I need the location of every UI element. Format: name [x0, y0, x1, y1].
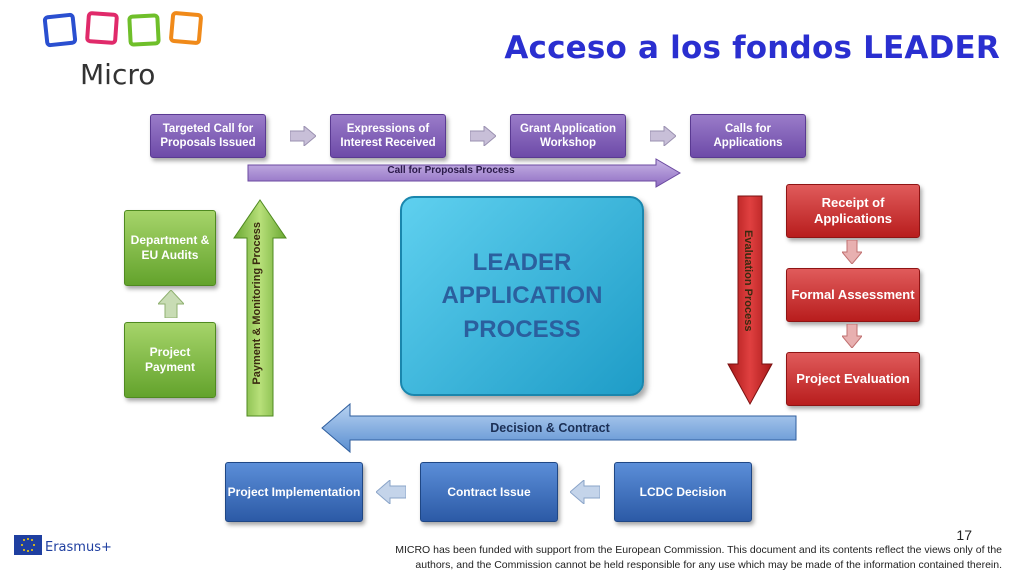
call-for-proposals-label: Call for Proposals Process [387, 165, 515, 176]
payment-monitoring-arrow [233, 199, 287, 417]
step-project-payment: Project Payment [124, 322, 216, 398]
eu-stars-icon [21, 538, 35, 552]
decision-contract-label: Decision & Contract [490, 421, 610, 435]
payment-monitoring-label: Payment & Monitoring Process [251, 222, 263, 385]
step-formal-assessment: Formal Assessment [786, 268, 920, 322]
arrow-up-icon [158, 290, 184, 318]
call-for-proposals-arrow [247, 158, 681, 188]
arrow-right-icon [650, 126, 676, 146]
arrow-left-icon [376, 480, 406, 504]
step-expressions-of-interest: Expressions of Interest Received [330, 114, 446, 158]
erasmus-label: Erasmus+ [45, 540, 112, 555]
page-number: 17 [956, 527, 972, 543]
step-receipt-of-applications: Receipt of Applications [786, 184, 920, 238]
center-line-1: LEADER [472, 248, 572, 276]
funding-disclaimer: MICRO has been funded with support from … [302, 543, 1002, 573]
center-line-3: PROCESS [463, 315, 581, 343]
step-lcdc-decision: LCDC Decision [614, 462, 752, 522]
evaluation-process-label: Evaluation Process [742, 230, 754, 332]
decision-contract-arrow [321, 402, 797, 454]
step-targeted-call: Targeted Call for Proposals Issued [150, 114, 266, 158]
step-grant-application-workshop: Grant Application Workshop [510, 114, 626, 158]
leader-application-process-box: LEADER APPLICATION PROCESS [400, 196, 644, 396]
step-contract-issue: Contract Issue [420, 462, 558, 522]
step-project-implementation: Project Implementation [225, 462, 363, 522]
arrow-right-icon [290, 126, 316, 146]
arrow-right-icon [470, 126, 496, 146]
brand-name: Micro [80, 58, 156, 91]
step-calls-for-applications: Calls for Applications [690, 114, 806, 158]
step-department-eu-audits: Department & EU Audits [124, 210, 216, 286]
arrow-down-icon [842, 324, 862, 348]
eu-flag-icon [14, 535, 42, 555]
center-line-2: APPLICATION [441, 282, 603, 310]
arrow-left-icon [570, 480, 600, 504]
evaluation-process-arrow [727, 195, 773, 406]
disclaimer-line-2: authors, and the Commission cannot be he… [415, 559, 1002, 572]
step-project-evaluation: Project Evaluation [786, 352, 920, 406]
disclaimer-line-1: MICRO has been funded with support from … [395, 544, 1002, 556]
page-title: Acceso a los fondos LEADER [504, 30, 1000, 66]
arrow-down-icon [842, 240, 862, 264]
